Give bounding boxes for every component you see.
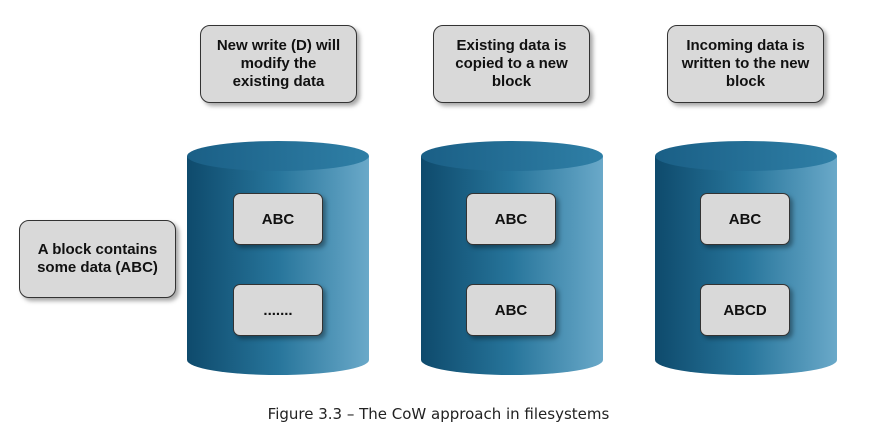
figure-caption: Figure 3.3 – The CoW approach in filesys… [267, 405, 610, 423]
step-2-block-bottom-text: ABC [494, 301, 528, 319]
step-1-cylinder: ABC ....... [186, 140, 370, 376]
step-2-block-top-text: ABC [494, 210, 528, 228]
step-2-block-top: ABC [466, 193, 556, 245]
step-2-label-box: Existing data is copied to a new block [433, 25, 590, 103]
step-3-label-box: Incoming data is written to the new bloc… [667, 25, 824, 103]
step-1-cylinder-shape [187, 141, 369, 375]
step-2-block-bottom: ABC [466, 284, 556, 336]
side-label-box: A block contains some data (ABC) [19, 220, 176, 298]
step-3-block-bottom: ABCD [700, 284, 790, 336]
step-1-block-top-text: ABC [261, 210, 295, 228]
step-1-block-bottom-text: ....... [263, 301, 293, 319]
step-1-block-top: ABC [233, 193, 323, 245]
step-3-block-top-text: ABC [728, 210, 762, 228]
step-1-label-text: New write (D) will modify the existing d… [216, 37, 341, 90]
step-3-cylinder: ABC ABCD [654, 140, 838, 376]
step-1-label-box: New write (D) will modify the existing d… [200, 25, 357, 103]
step-3-block-bottom-text: ABCD [723, 301, 767, 319]
side-label-text: A block contains some data (ABC) [37, 241, 158, 276]
step-3-block-top: ABC [700, 193, 790, 245]
step-3-label-text: Incoming data is written to the new bloc… [681, 37, 810, 90]
step-2-cylinder: ABC ABC [420, 140, 604, 376]
step-3-cylinder-shape [655, 141, 837, 375]
step-2-cylinder-shape [421, 141, 603, 375]
step-1-block-bottom: ....... [233, 284, 323, 336]
step-2-label-text: Existing data is copied to a new block [455, 37, 568, 90]
